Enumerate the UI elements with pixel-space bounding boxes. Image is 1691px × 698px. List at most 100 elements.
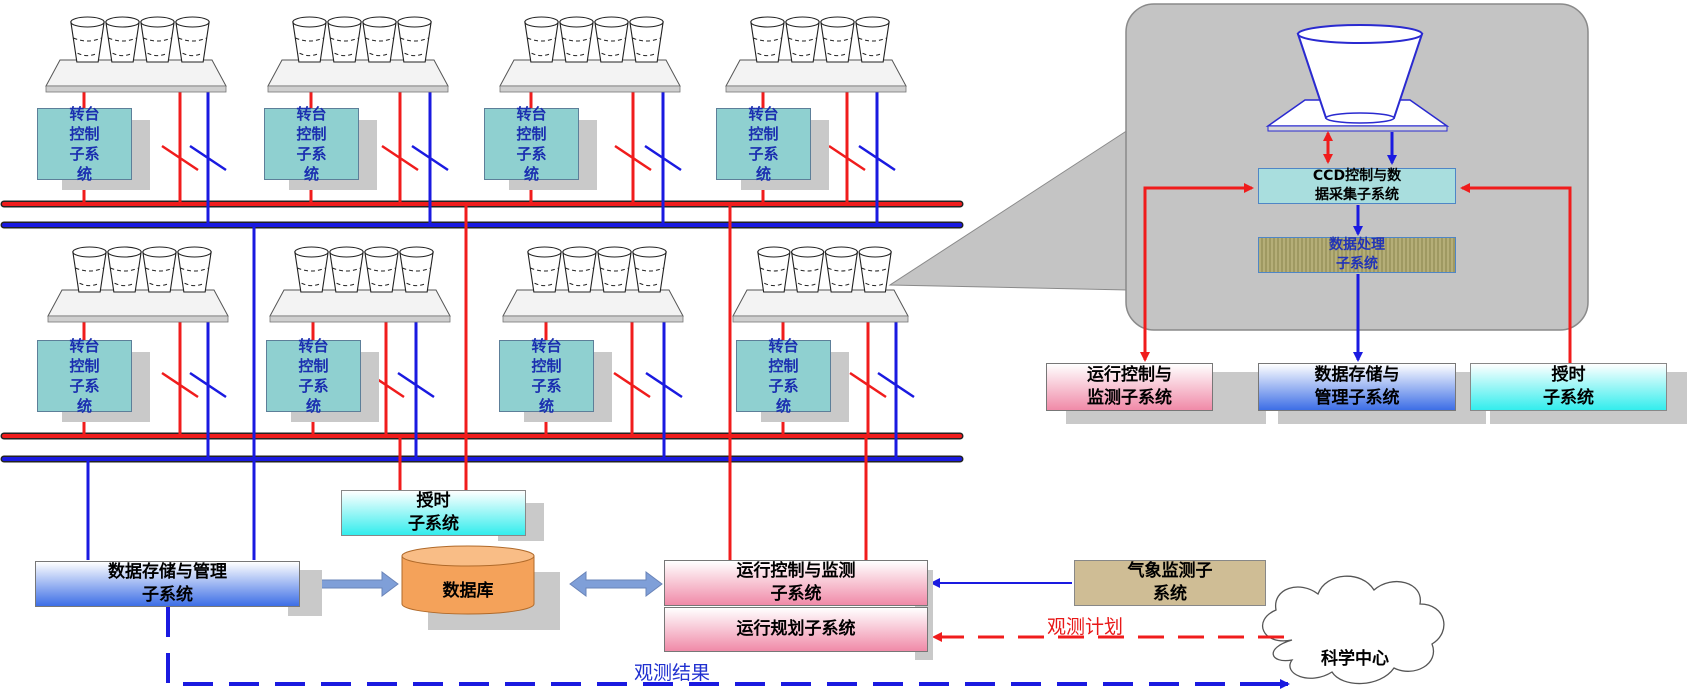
right-timing-box: 授时 子系统 [1470,363,1667,411]
blue-cut-mark [189,371,227,399]
blue-cut-mark [644,144,682,172]
telescope-platform [47,289,229,317]
operation-planning-label: 运行规划子系统 [736,619,856,640]
weather-monitor-label: 气象监测子 系统 [1127,561,1213,604]
cup-rim [750,16,785,28]
telescope-cup-icon [292,16,327,63]
cup-dash [753,37,782,42]
cup-dash [597,37,626,42]
telescope-cup-icon [175,16,210,63]
turntable-control-subsystem-box: 转台 控制 子系 统 [499,337,594,415]
cup-dash [108,37,137,42]
telescope-cup-icon [177,246,212,293]
cup-rim [105,16,140,28]
cup-dash [336,282,357,287]
cup-rim [399,246,434,258]
cup-rim [562,246,597,258]
cup-dash [792,52,813,57]
cup-dash [600,267,629,272]
cup-rim [791,246,825,258]
cup-rim [329,246,364,258]
cup-dash [635,267,664,272]
red-cut-mark [381,144,419,172]
cup-dash [295,37,324,42]
cup-dash [827,267,856,272]
cup-dash [562,37,591,42]
cup-rim [820,16,855,28]
telescope-platform [725,59,907,87]
cup-dash [760,267,788,272]
telescope-cup-icon [294,246,329,293]
cup-dash [77,52,98,57]
blue-cut-mark [411,144,449,172]
cup-dash [601,52,622,57]
cup-rim [397,16,432,28]
cup-dash [531,52,552,57]
cup-dash [861,267,889,272]
cup-dash [367,267,396,272]
telescope-cup-icon [329,246,364,293]
telescope-cup-icon [362,16,397,63]
cup-rim [142,246,177,258]
blue-cut-mark [858,144,896,172]
telescope-platform [732,289,909,317]
telescope-cup-icon [632,246,667,293]
timing-subsystem-box: 授时 子系统 [341,490,526,536]
blue-cut-mark [877,371,915,399]
telescope-cup-icon [858,246,892,293]
telescope-cup-icon [820,16,855,63]
telescope-cup-icon [70,16,105,63]
telescope-cup-icon [559,16,594,63]
cup-dash [827,52,848,57]
telescope-cup-icon [757,246,791,293]
cup-dash [143,37,172,42]
cup-rim [175,16,210,28]
cup-dash [145,267,174,272]
bidirectional-arrow [569,571,663,597]
cup-rim [785,16,820,28]
red-cut-mark [613,371,651,399]
telescope-cup-icon [140,16,175,63]
database-label: 数据库 [443,580,494,601]
turntable-control-subsystem-box: 转台 控制 子系 统 [484,105,579,183]
cup-rim [70,16,105,28]
science-center-label: 科学中心 [1321,648,1389,669]
telescope-cup-icon [824,246,859,293]
cup-dash [632,37,661,42]
turntable-control-subsystem-box: 转台 控制 子系 统 [736,337,831,415]
cup-rim [327,16,362,28]
turntable-control-subsystem-box: 转台 控制 子系 统 [37,105,132,183]
red-cut-mark [614,144,652,172]
blue-cut-mark [189,144,227,172]
weather-monitor-subsystem-box: 气象监测子 系统 [1074,560,1266,606]
data-processing-subsystem-box: 数据处理 子系统 [1258,237,1456,273]
cup-rim [629,16,664,28]
cup-dash [831,282,852,287]
turntable-control-subsystem-box: 转台 控制 子系 统 [716,105,811,183]
cup-dash [823,37,852,42]
cup-dash [178,37,207,42]
turntable-control-subsystem-box: 转台 控制 子系 统 [264,105,359,183]
cup-dash [402,267,431,272]
telescope-platform [45,59,227,87]
cup-dash [112,52,133,57]
cup-dash [406,282,427,287]
cup-dash [793,267,822,272]
platform-edge [732,315,909,323]
telescope-cup-icon [855,16,890,63]
cup-rim [362,16,397,28]
telescope-cup-icon [750,16,785,63]
telescope-cup-icon [399,246,434,293]
telescope-cup-icon [785,16,820,63]
cup-rim [527,246,562,258]
platform-edge [45,85,227,93]
cup-dash [858,37,887,42]
platform-edge [499,85,681,93]
cup-dash [566,52,587,57]
telescope-cup-icon [327,16,362,63]
cup-dash [404,52,425,57]
cup-dash [534,282,555,287]
blue-cut-mark [645,371,683,399]
ccd-control-label: CCD控制与数 据采集子系统 [1312,168,1402,203]
